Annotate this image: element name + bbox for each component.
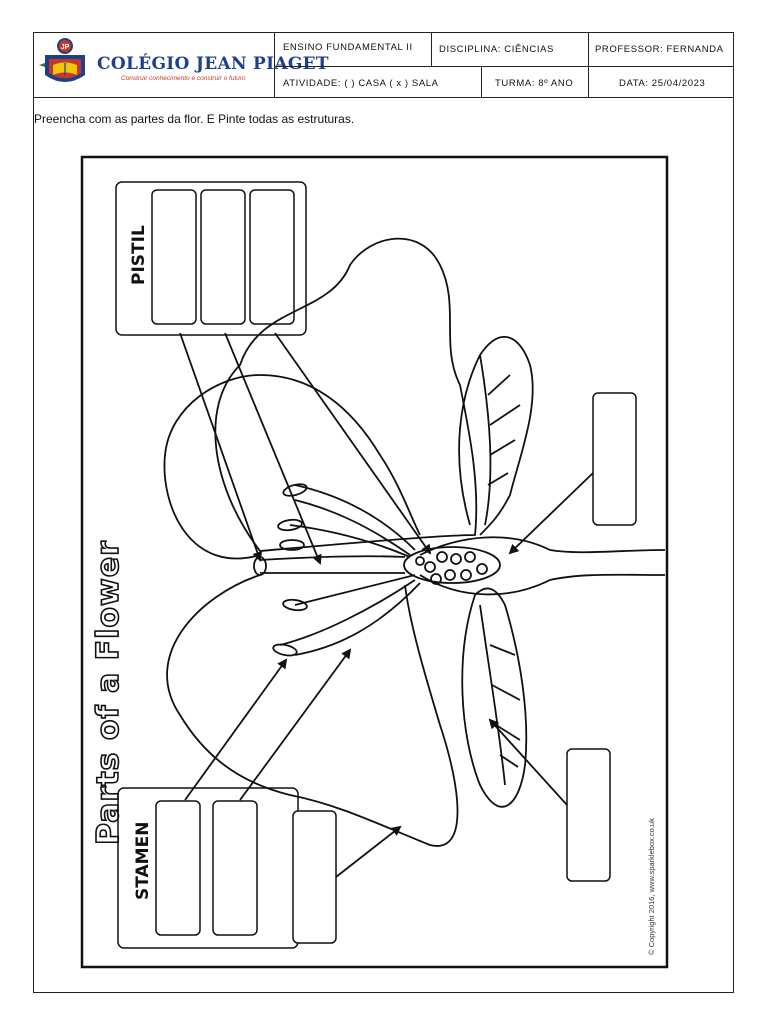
header-divider	[431, 32, 432, 66]
pistil-answer-box-3	[249, 189, 295, 325]
header-row-divider	[275, 66, 734, 67]
class-group: TURMA: 8º ANO	[495, 77, 574, 89]
stamen-answer-box-2	[212, 800, 258, 936]
pistil-label-group: PISTIL	[115, 181, 307, 336]
page-frame	[33, 32, 734, 993]
school-logo: JP COLÉGIO JEAN PIAGET Construir conheci…	[33, 32, 329, 98]
petal-answer-box	[292, 810, 337, 944]
worksheet-header: JP COLÉGIO JEAN PIAGET Construir conheci…	[33, 32, 734, 98]
stamen-label-group: STAMEN	[117, 787, 299, 949]
worksheet-border	[80, 155, 669, 969]
pistil-answer-box-1	[151, 189, 197, 325]
copyright-text: © Copyright 2016, www.sparklebox.co.uk	[647, 818, 656, 955]
subject: DISCIPLINA: CIÊNCIAS	[439, 43, 554, 55]
education-level: ENSINO FUNDAMENTAL II	[283, 41, 413, 53]
header-divider	[481, 66, 482, 98]
sepal-answer-box	[566, 748, 611, 882]
school-slogan: Construir conhecimento é construir o fut…	[121, 75, 246, 82]
teacher: PROFESSOR: FERNANDA	[595, 43, 724, 55]
flower-illustration	[163, 237, 666, 847]
logo-monogram: JP	[61, 44, 70, 51]
receptacle-answer-box	[592, 392, 637, 526]
school-name: COLÉGIO JEAN PIAGET	[97, 54, 329, 74]
pistil-answer-box-2	[200, 189, 246, 325]
instruction-text: Preencha com as partes da flor. E Pinte …	[34, 112, 355, 126]
school-crest-icon: JP	[39, 38, 85, 82]
stamen-label: STAMEN	[133, 822, 153, 900]
worksheet-title: Parts of a Flower	[91, 540, 126, 845]
flower-diagram: Parts of a Flower PISTIL STAMEN	[80, 155, 669, 969]
date: DATA: 25/04/2023	[619, 77, 706, 89]
label-arrows	[179, 332, 594, 878]
activity-type: ATIVIDADE: ( ) CASA ( x ) SALA	[283, 77, 439, 89]
header-divider	[588, 32, 589, 98]
pistil-label: PISTIL	[129, 225, 149, 285]
stamen-answer-box-1	[155, 800, 201, 936]
